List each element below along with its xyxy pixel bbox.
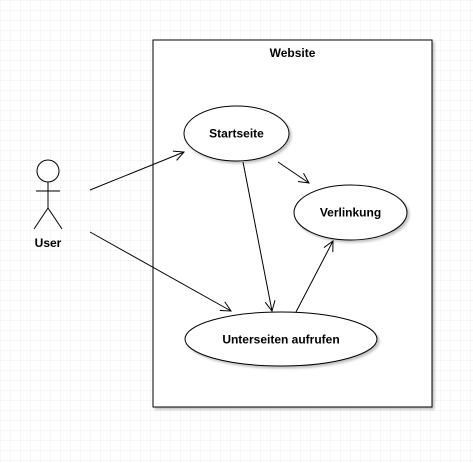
use-case-unterseiten-label: Unterseiten aufrufen: [222, 333, 339, 347]
use-case-startseite[interactable]: Startseite: [183, 105, 290, 162]
system-title: Website: [270, 46, 316, 60]
use-case-startseite-label: Startseite: [209, 127, 264, 141]
use-case-unterseiten[interactable]: Unterseiten aufrufen: [184, 311, 378, 367]
arrow-user-unterseiten[interactable]: [89, 231, 231, 311]
actor-user[interactable]: [33, 159, 63, 230]
use-case-unterseiten-ellipse: [184, 311, 378, 367]
use-case-verlinkung-label: Verlinkung: [320, 206, 381, 220]
arrow-startseite-unterseiten[interactable]: [242, 161, 272, 311]
actor-head: [36, 159, 60, 183]
arrow-startseite-verlinkung[interactable]: [277, 161, 309, 183]
use-case-verlinkung[interactable]: Verlinkung: [293, 184, 408, 241]
use-case-verlinkung-ellipse: [293, 184, 408, 241]
arrow-user-startseite[interactable]: [89, 152, 184, 191]
actor-right-leg: [47, 207, 63, 230]
actor-left-leg: [33, 207, 49, 230]
use-case-startseite-ellipse: [183, 105, 290, 162]
actor-label: User: [35, 236, 62, 250]
arrow-unterseiten-verlinkung[interactable]: [295, 241, 333, 313]
